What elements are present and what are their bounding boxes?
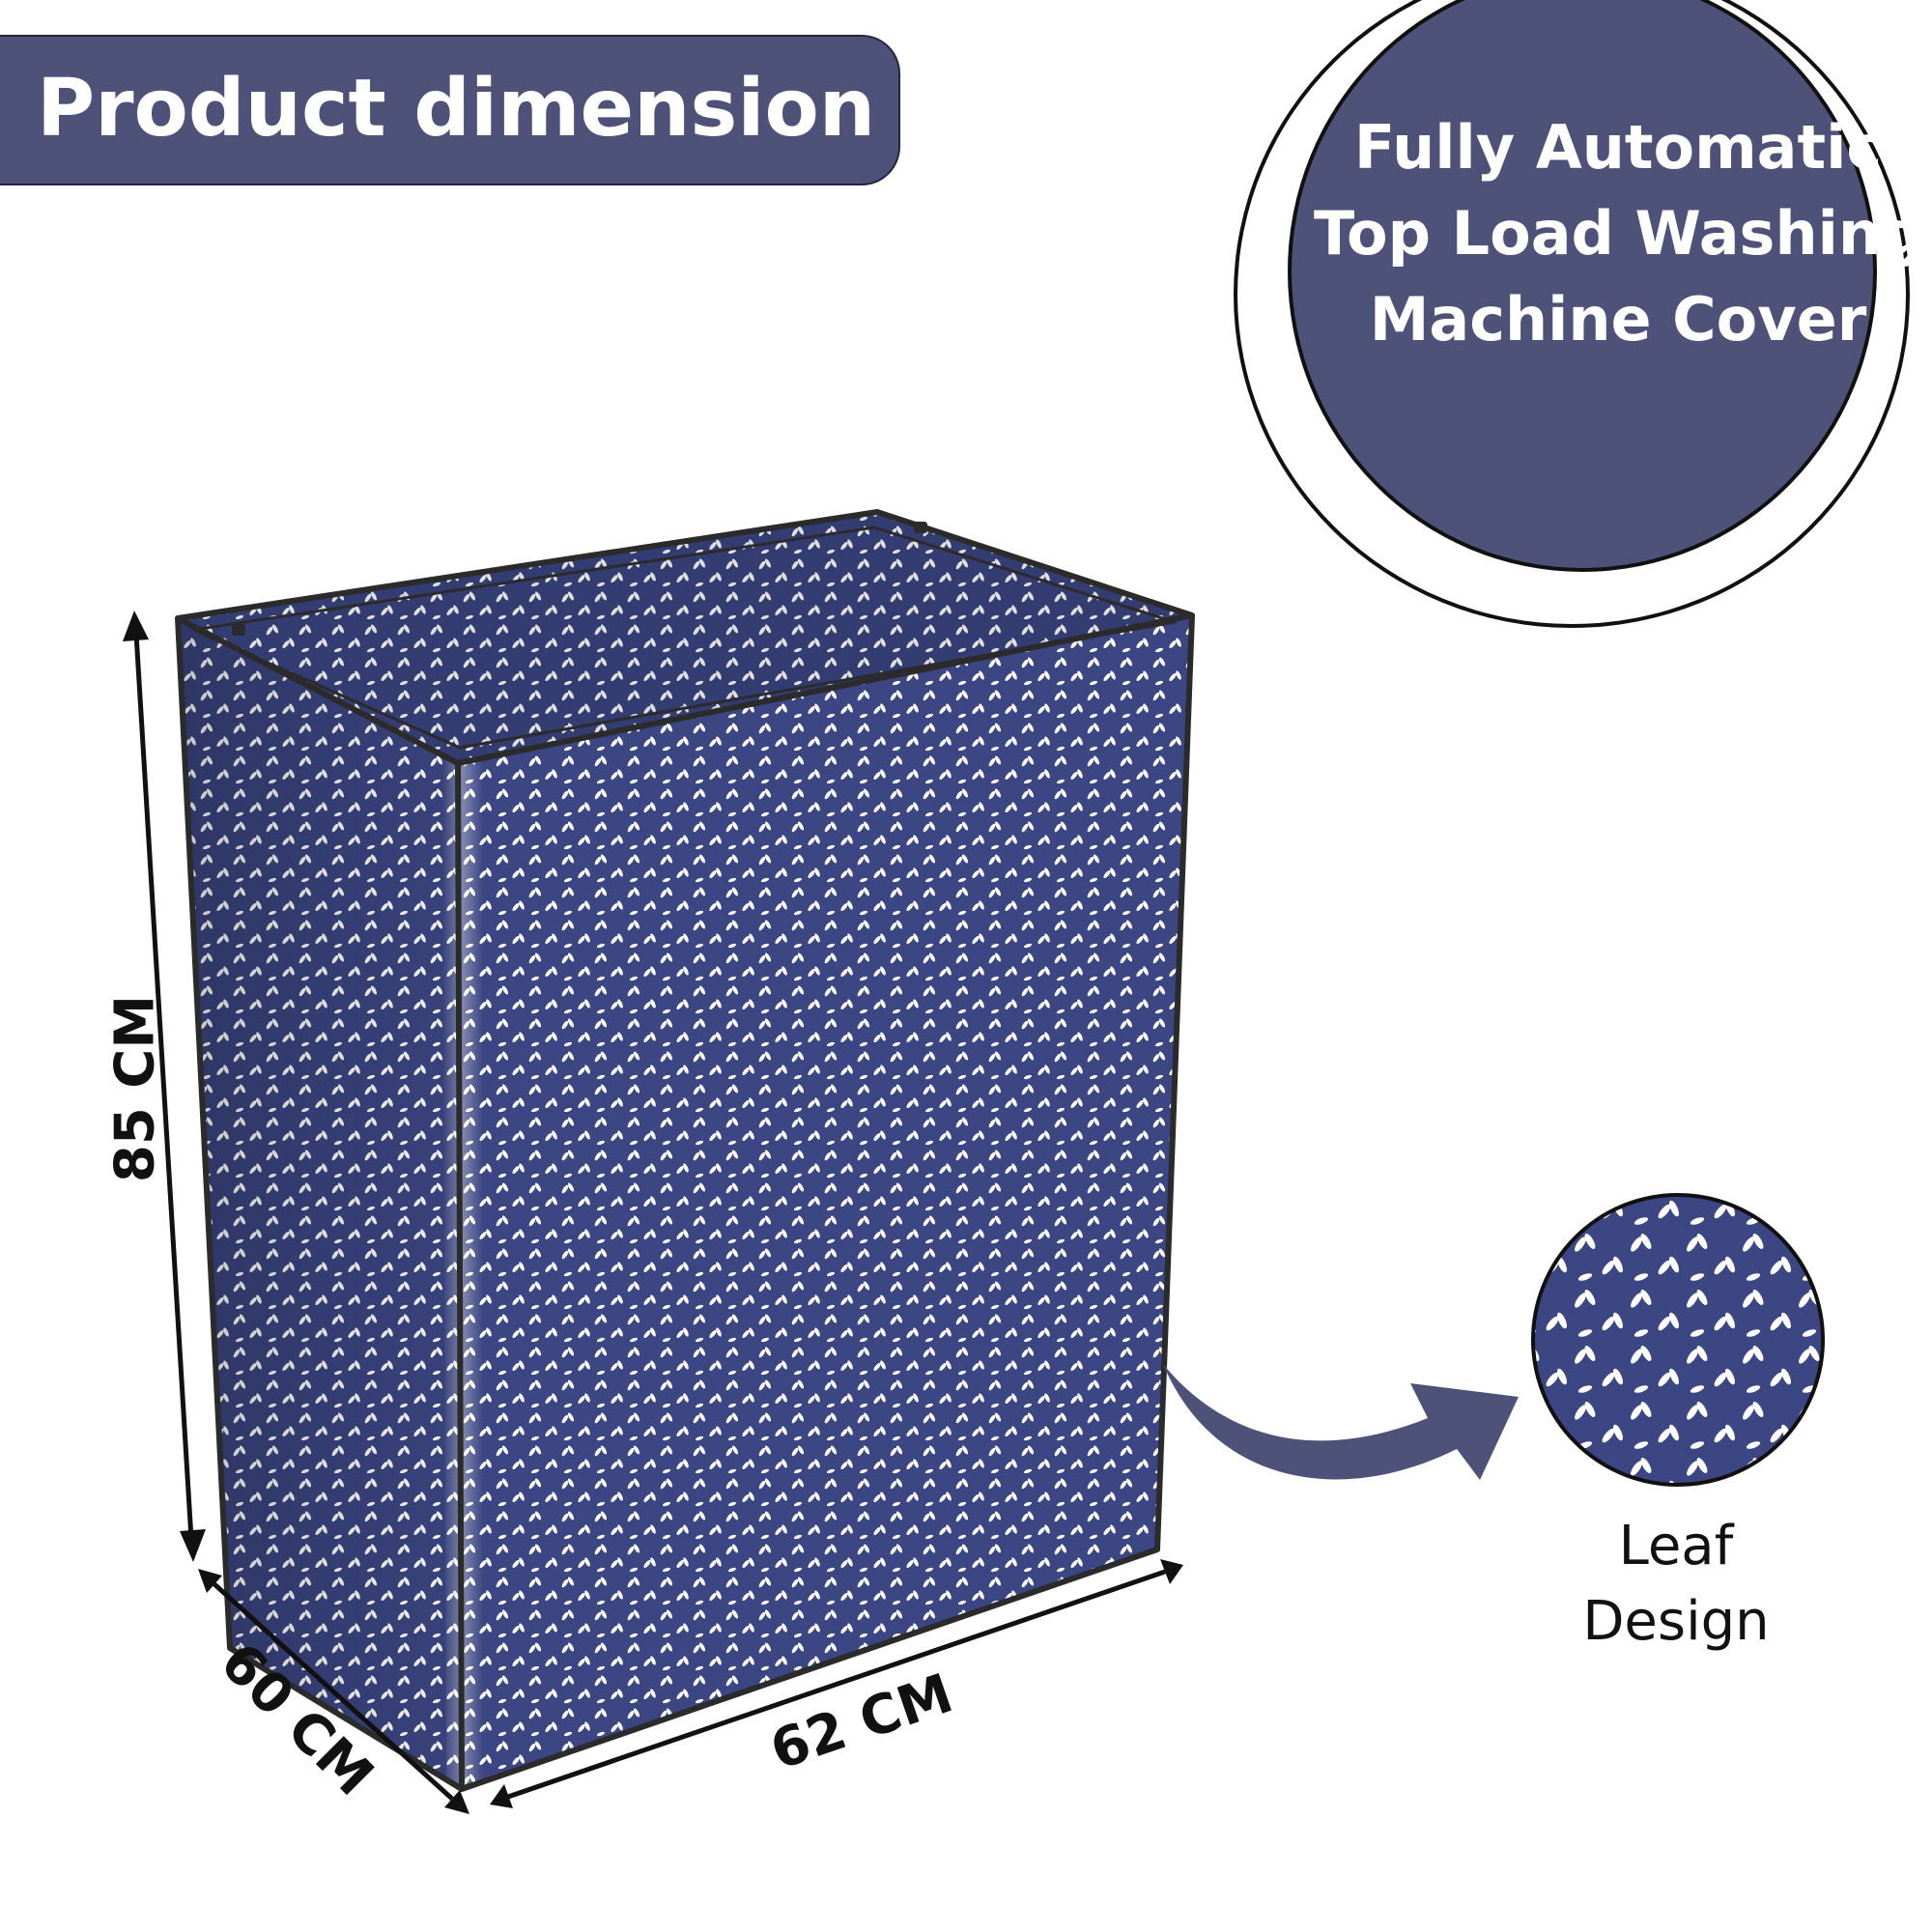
badge-outer-ring xyxy=(1234,0,1910,628)
width-arrow xyxy=(507,1569,1166,1800)
swatch-caption-line: Design xyxy=(1582,1590,1770,1653)
depth-arrow xyxy=(213,1582,454,1801)
leaf-pattern-icon xyxy=(1531,1193,1825,1487)
badge-line: Machine Cover xyxy=(1369,284,1867,355)
cover-front-face xyxy=(458,615,1192,1789)
badge-line: Fully Automatic xyxy=(1353,112,1883,183)
title-banner: Product dimension xyxy=(0,35,900,185)
callout-arrow-icon xyxy=(1163,1364,1519,1480)
badge-text: Fully Automatic Top Load Washing Machine… xyxy=(1314,104,1924,362)
product-type-badge xyxy=(1288,0,1877,572)
height-arrow xyxy=(133,633,194,1540)
badge-line: Top Load Washing xyxy=(1314,198,1924,269)
swatch-caption-line: Leaf xyxy=(1618,1515,1734,1577)
cover-top-face xyxy=(178,512,1192,763)
page-title: Product dimension xyxy=(37,63,876,155)
swatch-caption: Leaf Design xyxy=(1521,1509,1831,1660)
height-label: 85 CM xyxy=(103,994,167,1183)
